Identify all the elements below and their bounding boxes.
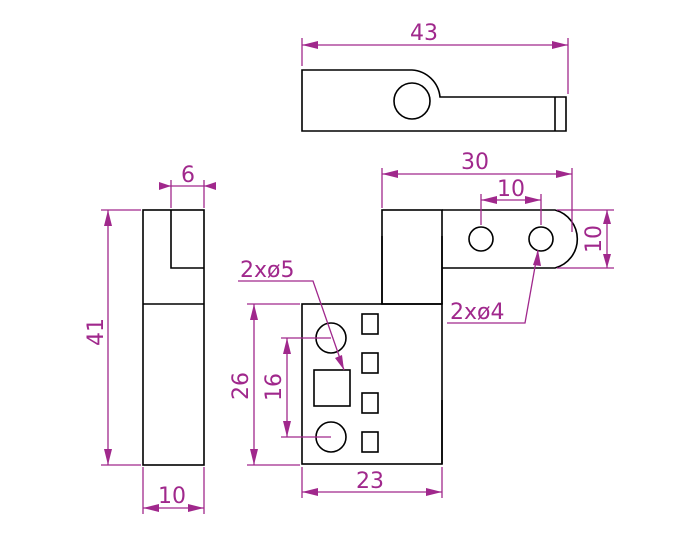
- dimension-plate-width: 23: [301, 467, 443, 498]
- top-view: [301, 69, 567, 132]
- dimension-hole-pitch-label: 10: [497, 177, 525, 202]
- dimension-side-thickness-label: 6: [181, 163, 195, 188]
- dimension-side-height-label: 41: [84, 318, 109, 346]
- dimension-top-length: 43: [301, 21, 569, 94]
- dimension-hinge-length-label: 30: [461, 150, 489, 175]
- leader-large-holes-label: 2xø5: [240, 258, 294, 283]
- front-view: [301, 209, 579, 465]
- top-view-outline: [301, 69, 567, 132]
- plate-square-cutout: [313, 369, 351, 407]
- tab-hole-left: [468, 226, 494, 252]
- dimension-hole-spacing: 16: [262, 337, 331, 438]
- leader-small-holes-label: 2xø4: [450, 300, 504, 325]
- dimension-plate-width-label: 23: [356, 469, 384, 494]
- dimension-plate-height-label: 26: [229, 372, 254, 400]
- dimensions: 43 6 41 10: [84, 21, 614, 514]
- plate-slot-2: [361, 352, 379, 374]
- front-view-knuckle: [381, 209, 443, 305]
- dimension-side-thickness: 6: [159, 163, 216, 208]
- front-view-tab: [442, 209, 579, 269]
- dimension-tab-height: 10: [557, 209, 614, 269]
- front-view-plate: [301, 303, 443, 465]
- dimension-side-height: 41: [84, 209, 141, 466]
- plate-slot-1: [361, 313, 379, 335]
- side-view: [142, 209, 205, 466]
- dimension-hole-pitch: 10: [480, 177, 542, 225]
- dimension-plate-height: 26: [229, 303, 300, 466]
- plate-slot-4: [361, 431, 379, 453]
- plate-slot-3: [361, 392, 379, 414]
- top-view-pin-hole: [393, 82, 431, 120]
- dimension-hole-spacing-label: 16: [262, 373, 287, 401]
- leader-large-holes: 2xø5: [238, 258, 345, 371]
- dimension-side-width-label: 10: [158, 484, 186, 509]
- dimension-side-width: 10: [142, 467, 205, 514]
- dimension-hinge-length: 30: [381, 150, 573, 232]
- side-view-slot: [170, 210, 204, 269]
- tab-hole-right: [528, 226, 554, 252]
- dimension-tab-height-label: 10: [582, 225, 607, 253]
- side-view-outline: [142, 209, 205, 466]
- leader-small-holes: 2xø4: [447, 249, 541, 325]
- dimension-top-length-label: 43: [410, 21, 438, 46]
